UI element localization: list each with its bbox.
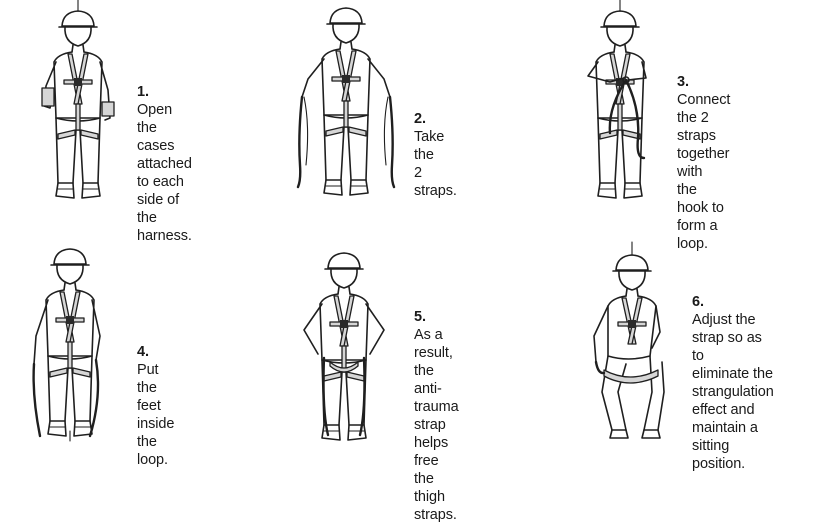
step-text: Open the cases attached to each side of … [137,102,192,244]
step-text: As a result, the anti-trauma strap helps… [414,327,459,523]
step-text: Adjust the strap so as to eliminate the … [692,312,774,472]
worker-opening-cases-icon [28,8,128,208]
worker-strap-supporting-icon [294,250,394,440]
step-number: 3. [677,74,689,90]
step-text: Take the 2 straps. [414,129,457,199]
step-number: 6. [692,294,704,310]
worker-holding-straps-icon [296,5,396,205]
step-text: Put the feet inside the loop. [137,362,174,468]
step-text: Connect the 2 straps together with the h… [677,92,730,252]
step-number: 4. [137,344,149,360]
step-number: 5. [414,309,426,325]
worker-feet-in-loop-icon [20,246,120,441]
step-number: 1. [137,84,149,100]
worker-sitting-position-icon [582,252,682,440]
step-number: 2. [414,111,426,127]
worker-connecting-straps-icon [570,8,670,208]
